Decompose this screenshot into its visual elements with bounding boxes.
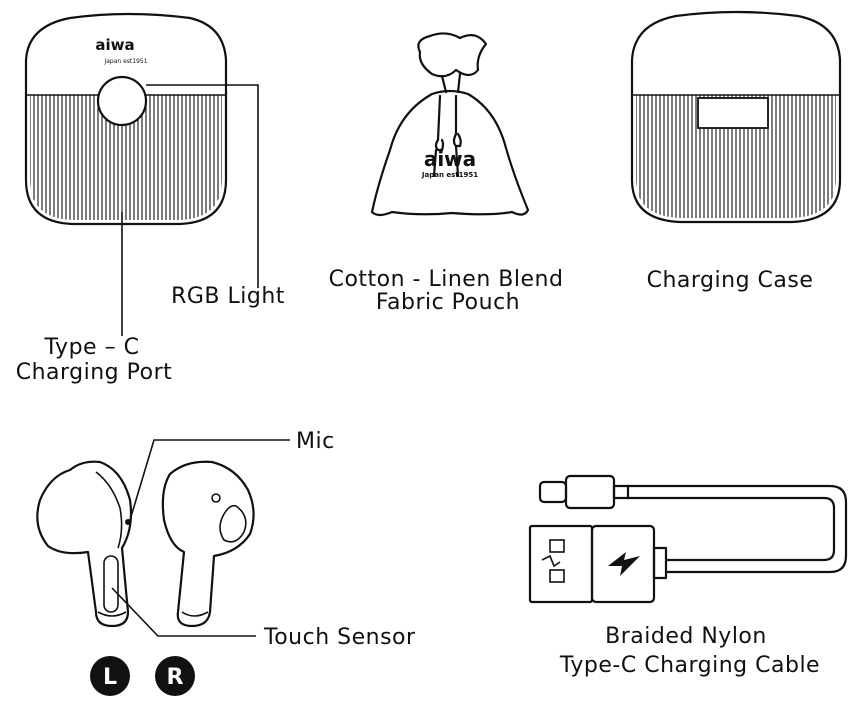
case-front-brand: aiwa: [95, 36, 134, 54]
speaker-vent: [211, 493, 221, 503]
mic-hole: [125, 519, 131, 525]
charging-case-front: aiwa Japan est1951: [24, 12, 259, 336]
charging-port-label-line1: Type – C: [44, 335, 140, 360]
pouch-label-line1: Cotton - Linen Blend: [329, 267, 564, 292]
pouch-brand: aiwa: [424, 147, 476, 171]
left-badge: [90, 656, 130, 696]
rgb-light-label: RGB Light: [171, 284, 285, 309]
right-badge: [155, 656, 195, 696]
usb-a-plug: [528, 524, 594, 604]
charging-port-label-line2: Charging Port: [16, 360, 173, 385]
charging-case-back: [630, 10, 842, 224]
earbud-left: [36, 460, 133, 628]
earbud-right: [161, 460, 255, 628]
touch-sensor-label: Touch Sensor: [263, 625, 416, 650]
cable-label-line1: Braided Nylon: [605, 624, 767, 649]
mic-label: Mic: [296, 429, 335, 454]
type-c-housing: [564, 474, 616, 510]
touch-sensor: [103, 555, 119, 613]
case-front-tagline: Japan est1951: [103, 58, 147, 65]
rgb-light: [96, 75, 148, 127]
left-badge-letter: L: [103, 665, 117, 690]
lightning-bolt-icon: [608, 552, 640, 576]
type-c-cable: [528, 474, 848, 604]
cable-label-line2: Type-C Charging Cable: [559, 653, 820, 678]
right-badge-letter: R: [167, 665, 184, 690]
pouch-label-line2: Fabric Pouch: [376, 290, 520, 315]
pouch-tagline: Japan est1951: [421, 171, 478, 179]
type-c-plug: [538, 480, 568, 504]
fabric-pouch: aiwa Japan est1951: [370, 32, 530, 217]
case-front-ridges: [30, 95, 222, 220]
charging-case-label: Charging Case: [647, 268, 814, 293]
case-hinge: [697, 97, 769, 129]
